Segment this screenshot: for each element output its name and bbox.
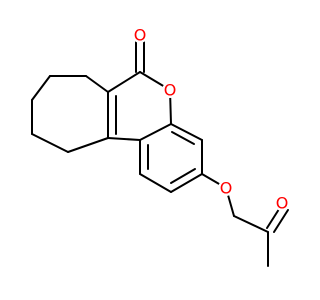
atom-o-carbonyl-label: O	[134, 26, 147, 45]
bond-c9-c8	[170, 173, 203, 193]
bond-c9-c8-double	[170, 168, 196, 184]
atom-o-ring: O	[162, 81, 178, 100]
atom-o-ketone-label: O	[276, 194, 289, 213]
bond-ch2-c-ketone	[233, 215, 269, 233]
atom-o-ether-label: O	[220, 179, 233, 198]
atom-o-carbonyl: O	[132, 26, 148, 45]
atom-o-ketone: O	[274, 194, 290, 213]
bond-c10b-c11a	[107, 137, 141, 141]
cycloheptane-ring	[31, 75, 109, 153]
bond-c6a-c6	[107, 71, 141, 93]
benzene-ring	[139, 123, 203, 193]
bond-c6a-c7	[85, 75, 109, 93]
atom-o-ether: O	[218, 179, 234, 198]
bond-c10-c9	[139, 173, 172, 193]
bond-c8-c9	[31, 75, 51, 101]
bond-c11-c11a	[67, 137, 109, 153]
molecule-structure: O O O O	[31, 26, 290, 267]
propanone-side-chain	[201, 173, 289, 267]
bond-c7-c4a	[170, 123, 203, 141]
bond-c10-c11	[31, 133, 69, 153]
bond-c4a-c10b	[139, 123, 172, 141]
atom-o-ring-label: O	[164, 81, 177, 100]
bond-c-ketone-o-2	[273, 209, 289, 233]
pyranone-ring	[107, 41, 172, 141]
bond-c7-c4a-double	[171, 131, 195, 145]
